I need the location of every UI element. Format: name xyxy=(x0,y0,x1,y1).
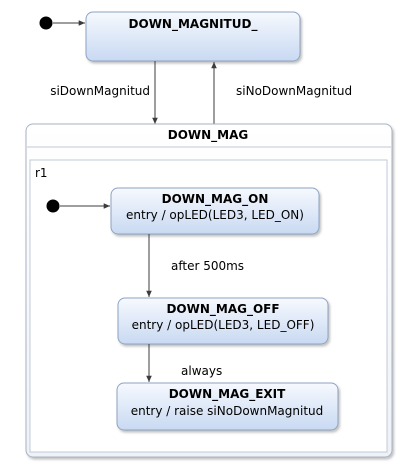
initial-state-top xyxy=(39,16,53,30)
state-down-mag-on-action: entry / opLED(LED3, LED_ON) xyxy=(126,208,304,222)
state-down-mag-on[interactable]: DOWN_MAG_ON entry / opLED(LED3, LED_ON) xyxy=(110,187,320,235)
state-down-mag-exit[interactable]: DOWN_MAG_EXIT entry / raise siNoDownMagn… xyxy=(116,382,339,431)
state-down-mag-on-name: DOWN_MAG_ON xyxy=(162,192,269,207)
state-down-mag-off-action: entry / opLED(LED3, LED_OFF) xyxy=(132,318,315,332)
state-down-mag-name: DOWN_MAG xyxy=(168,128,249,143)
state-down-mag-off-name: DOWN_MAG_OFF xyxy=(166,302,279,317)
transition-si-down-magnitud-label: siDownMagnitud xyxy=(50,84,150,98)
state-down-mag-exit-name: DOWN_MAG_EXIT xyxy=(169,387,286,402)
region-r1-label: r1 xyxy=(35,166,48,180)
initial-state-inner xyxy=(46,199,60,213)
transition-after-500ms-label: after 500ms xyxy=(171,259,244,273)
transition-si-no-down-magnitud-label: siNoDownMagnitud xyxy=(236,84,352,98)
transition-always-label: always xyxy=(181,364,222,378)
state-down-mag-off[interactable]: DOWN_MAG_OFF entry / opLED(LED3, LED_OFF… xyxy=(117,297,329,345)
state-down-magnitud[interactable]: DOWN_MAGNITUD_ xyxy=(85,11,301,62)
state-down-magnitud-name: DOWN_MAGNITUD_ xyxy=(129,17,258,32)
state-down-mag-exit-action: entry / raise siNoDownMagnitud xyxy=(131,404,324,418)
